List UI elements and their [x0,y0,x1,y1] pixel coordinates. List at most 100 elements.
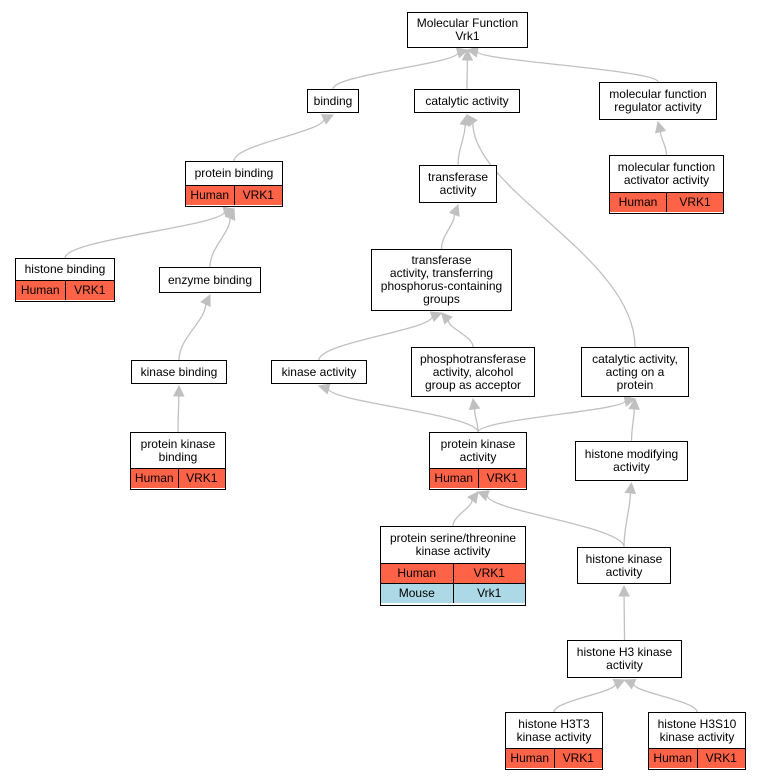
go-term-trans-phos[interactable]: transferase activity, transferring phosp… [371,249,512,311]
gene-cell: VRK1 [696,749,746,768]
go-term-hist-mod[interactable]: histone modifying activity [575,441,688,481]
go-term-ps-thr[interactable]: protein serine/threonine kinase activity… [380,526,526,606]
arrowhead [476,490,490,502]
edge-pk_act-to-kinase_act [327,388,479,433]
gene-cell: VRK1 [64,281,115,300]
go-term-transferase[interactable]: transferase activity [419,165,497,203]
arrowhead [455,47,469,59]
go-term-label: protein binding [194,166,274,180]
go-term-hist-kin[interactable]: histone kinase activity [577,547,671,584]
edge-histone_bind-to-prot_bind [64,211,226,259]
go-term-label: protein serine/threonine kinase activity [389,531,517,558]
edge-binding-to-mf_root [332,52,459,90]
arrowhead [321,114,335,125]
go-term-catalytic[interactable]: catalytic activity [414,89,520,113]
go-term-label: phosphotransferase activity, alcohol gro… [419,351,527,392]
go-term-label: catalytic activity [425,93,509,108]
species-cell: Human [653,751,693,765]
arrowhead [224,207,236,221]
go-term-binding[interactable]: binding [307,89,359,113]
edge-hist_kin-to-pk_act [486,495,625,548]
arrowhead [623,678,637,690]
go-term-label: histone H3S10 kinase activity [657,716,737,744]
go-term-label: binding [313,93,353,108]
arrowhead [618,584,630,597]
go-term-label: Molecular Function Vrk1 [416,16,519,43]
species-cell: Human [20,283,60,297]
edge-enzyme_bind-to-prot_bind [209,218,231,268]
go-term-label: transferase activity, transferring phosp… [380,253,503,306]
species-cell: Human [134,471,174,485]
go-term-kinase-bind[interactable]: kinase binding [131,360,227,384]
go-term-kinase-act[interactable]: kinase activity [271,360,367,384]
arrowhead [654,120,667,134]
gene-cell: VRK1 [666,193,723,212]
edge-h3s10-to-h3_kin [632,683,698,713]
edge-pk_bind-to-kinase_bind [177,395,180,433]
go-term-label: histone binding [24,262,106,276]
go-term-phosphotrans[interactable]: phosphotransferase activity, alcohol gro… [411,347,535,397]
species-cell: Mouse [398,586,435,600]
arrowhead [467,491,479,504]
arrowhead [461,48,474,61]
edge-prot_bind-to-binding [233,118,325,162]
edge-mf_act-to-mf_reg [659,131,668,156]
go-term-enzyme-bind[interactable]: enzyme binding [159,267,261,293]
go-term-label: catalytic activity, acting on a protein [592,351,678,392]
go-term-label: histone H3 kinase activity [576,645,673,672]
edge-pk_act-to-cat_prot [477,400,626,433]
edge-hist_mod-to-cat_prot [630,408,635,442]
edge-kinase_act-to-trans_phos [318,316,433,361]
edge-cat_prot-to-catalytic [472,123,636,348]
arrowhead [172,384,185,397]
go-term-label: protein kinase binding [140,436,216,464]
go-term-label: molecular function activator activity [617,160,716,187]
edge-transferase-to-catalytic [457,124,466,166]
go-term-label: protein kinase activity [440,436,516,464]
go-term-mf-reg[interactable]: molecular function regulator activity [599,82,717,120]
arrowhead [623,395,637,407]
edge-ps_thr-to-pk_act [452,499,473,527]
go-term-label: molecular function regulator activity [609,87,707,114]
edge-phosphotrans-to-trans_phos [447,320,474,348]
gene-cell: VRK1 [233,186,283,205]
species-cell: Human [434,471,474,485]
arrowhead [468,397,481,411]
go-term-label: histone kinase activity [585,551,663,579]
edge-kinase_bind-to-enzyme_bind [178,303,207,361]
edge-h3t3-to-h3_kin [553,683,617,713]
go-term-h3-kin[interactable]: histone H3 kinase activity [567,640,682,678]
arrowhead [466,114,478,127]
edge-pk_act-to-phosphotrans [473,408,479,433]
arrowhead [624,481,637,495]
arrowhead [440,312,453,325]
go-term-label: histone modifying activity [584,447,679,474]
go-term-label: enzyme binding [167,272,253,287]
arrowhead [448,203,460,217]
go-term-cat-prot[interactable]: catalytic activity, acting on a protein [581,347,689,397]
gene-cell: VRK1 [477,469,527,488]
edge-mf_reg-to-mf_root [476,51,659,83]
arrowhead [200,293,211,307]
species-cell: Human [510,751,550,765]
species-cell: Human [190,188,230,202]
go-term-mf-root[interactable]: Molecular Function Vrk1 [407,12,528,48]
go-term-label: kinase activity [281,364,357,379]
gene-cell: VRK1 [553,749,603,768]
gene-cell: VRK1 [452,564,526,583]
